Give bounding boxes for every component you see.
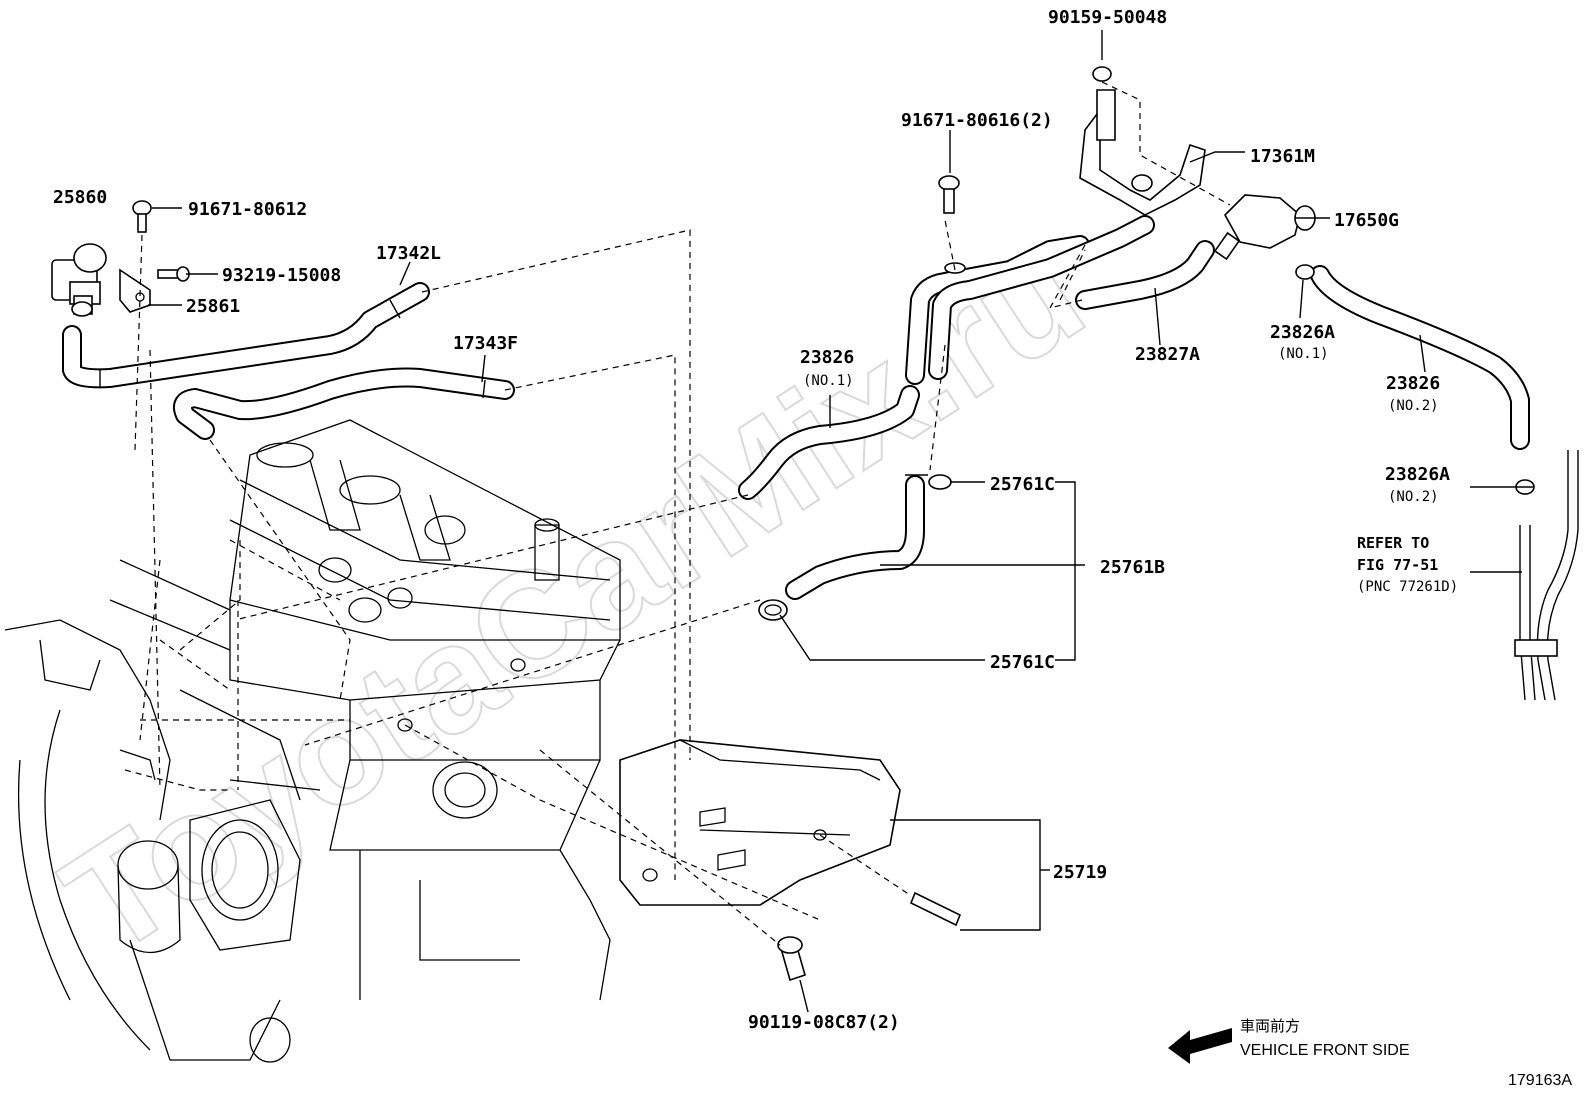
label-23826-no2-sub: (NO.2): [1388, 398, 1439, 414]
label-23826-no1: 23826: [800, 347, 854, 368]
label-91671-80612: 91671-80612: [188, 199, 307, 220]
vsv-25860: [51, 200, 190, 317]
dashed-guides: [124, 81, 1231, 946]
valve-17650G: [1213, 194, 1316, 261]
label-17650G: 17650G: [1334, 210, 1399, 231]
label-25719: 25719: [1053, 862, 1107, 883]
refer-line-3: (PNC 77261D): [1357, 579, 1458, 595]
figure-id: 179163A: [1508, 1072, 1572, 1089]
hose-25761B: [785, 474, 928, 600]
label-91671-80616: 91671-80616(2): [901, 110, 1053, 131]
pipe-17361M: [905, 66, 1206, 385]
label-93219-15008: 93219-15008: [222, 265, 341, 286]
label-23826A-no1-sub: (NO.1): [1278, 346, 1329, 362]
label-17342L: 17342L: [376, 243, 441, 264]
label-25761C-bottom: 25761C: [990, 652, 1055, 673]
direction-label-en: VEHICLE FRONT SIDE: [1240, 1042, 1410, 1059]
label-23826-no2: 23826: [1386, 373, 1440, 394]
hose-23827A: [1075, 240, 1215, 310]
intake-manifold-25719: [619, 739, 962, 982]
label-90159-50048: 90159-50048: [1048, 7, 1167, 28]
label-25861: 25861: [186, 296, 240, 317]
label-17343F: 17343F: [453, 333, 518, 354]
brake-line: [1514, 450, 1579, 701]
label-23826A-no2: 23826A: [1385, 464, 1450, 485]
refer-line-2: FIG 77-51: [1357, 556, 1438, 574]
engine-block: [4, 419, 621, 1063]
hose-23826-no2: [1310, 265, 1530, 450]
direction-label-jp: 車両前方: [1240, 1017, 1300, 1035]
label-23826A-no1: 23826A: [1270, 322, 1335, 343]
vehicle-front-arrow-icon: [1168, 1028, 1232, 1064]
label-90119-08C87: 90119-08C87(2): [748, 1012, 900, 1033]
label-17361M: 17361M: [1250, 146, 1315, 167]
label-23826A-no2-sub: (NO.2): [1388, 489, 1439, 505]
hose-17342L: [62, 282, 430, 389]
hose-17343F: [173, 367, 515, 440]
refer-line-1: REFER TO: [1357, 534, 1429, 552]
label-23827A: 23827A: [1135, 344, 1200, 365]
label-23826-no1-sub: (NO.1): [803, 373, 854, 389]
leader-lines: [148, 30, 1533, 1013]
label-25860: 25860: [53, 187, 107, 208]
label-25761C-top: 25761C: [990, 474, 1055, 495]
label-25761B: 25761B: [1100, 557, 1165, 578]
hose-23826-no1: [738, 385, 920, 500]
